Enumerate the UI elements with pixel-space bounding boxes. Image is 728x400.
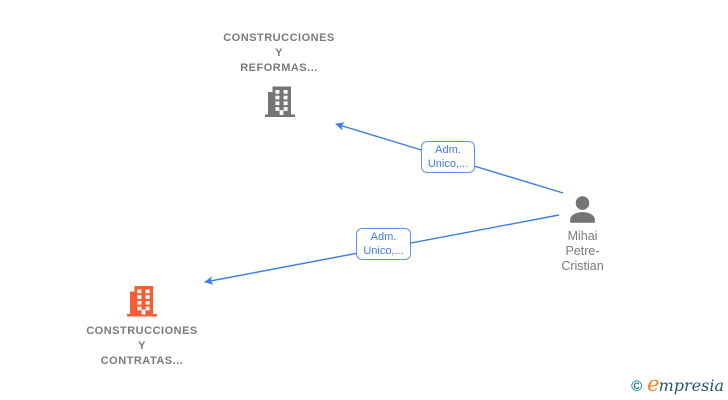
edge-label-line1: Adm. (370, 231, 397, 243)
building-icon[interactable] (263, 85, 297, 124)
empresia-logo-e: e (647, 372, 660, 396)
edge-label-line2: Unico,... (427, 157, 469, 170)
building-icon[interactable] (125, 284, 159, 324)
empresia-logo[interactable]: © e mpresia (631, 372, 724, 396)
company-bottom-label[interactable]: CONSTRUCCIONES Y CONTRATAS... (42, 324, 242, 369)
company-top-label-line3: REFORMAS... (240, 62, 318, 74)
company-top-label-line2: Y (275, 47, 283, 59)
company-bottom-label-line2: Y (138, 340, 146, 352)
company-top-label-line1: CONSTRUCCIONES (223, 32, 335, 44)
company-bottom-label-line1: CONSTRUCCIONES (86, 325, 198, 337)
person-label-line3: Cristian (561, 259, 604, 273)
edge-label-line2: Unico,... (363, 244, 404, 257)
edge-label-adm-unico-top[interactable]: Adm. Unico,... (421, 141, 475, 173)
person-label-line2: Petre- (565, 244, 600, 258)
empresia-logo-text: mpresia (658, 376, 724, 395)
edge-label-adm-unico-bottom[interactable]: Adm. Unico,... (356, 228, 411, 260)
company-top-label[interactable]: CONSTRUCCIONES Y REFORMAS... (179, 31, 379, 76)
copyright-symbol: © (631, 378, 643, 395)
person-icon[interactable] (564, 193, 601, 235)
person-label-line1: Mihai (567, 229, 598, 243)
person-label[interactable]: Mihai Petre- Cristian (532, 229, 633, 274)
edge-label-line1: Adm. (435, 144, 461, 156)
company-bottom-label-line3: CONTRATAS... (100, 355, 184, 367)
